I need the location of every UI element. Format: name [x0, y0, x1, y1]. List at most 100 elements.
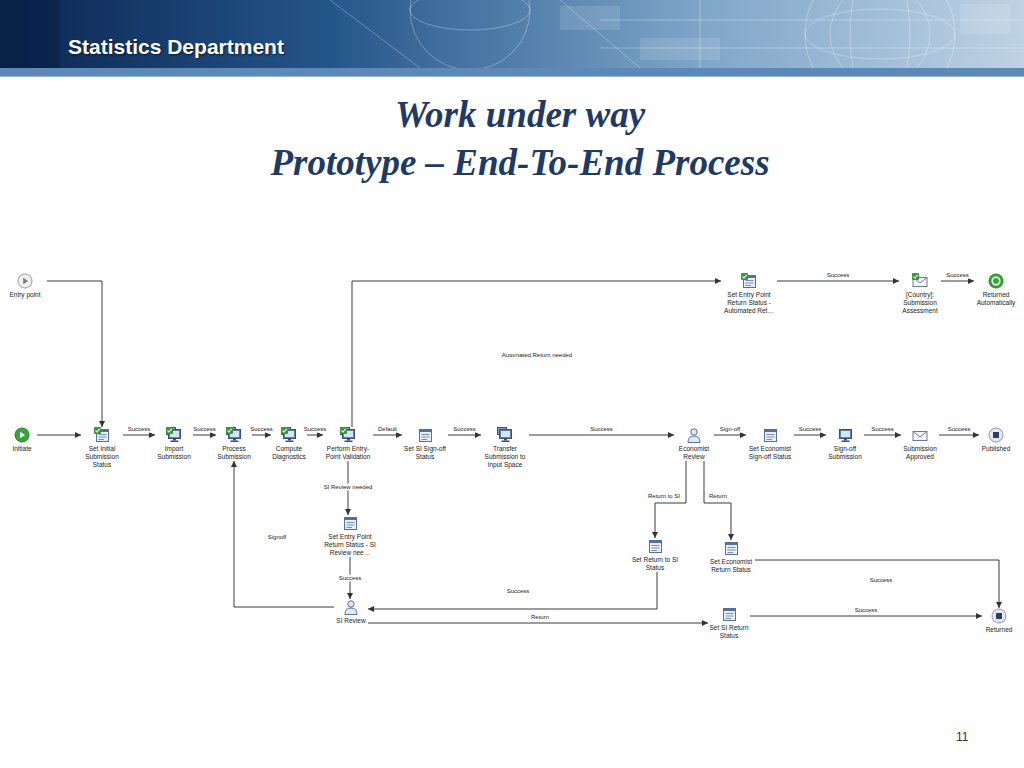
- node-label: Submission Approved: [901, 445, 939, 461]
- connector: [47, 281, 102, 427]
- edge-label: Success: [869, 577, 894, 584]
- node-label: Initiate: [7, 445, 37, 453]
- connector: [714, 435, 746, 436]
- edge-label: Signoff: [267, 534, 288, 541]
- task-node: Set Initial Submission Status: [81, 427, 123, 469]
- edge-label: Return: [530, 614, 550, 621]
- task-node: Set Entry Point Return Status - SI Revie…: [323, 515, 377, 557]
- node-label: Set Entry Point Return Status - SI Revie…: [323, 533, 377, 557]
- edge-label: Success: [854, 607, 879, 614]
- node-icon: [497, 427, 513, 443]
- task-node: Set Entry Point Return Status - Automate…: [721, 273, 777, 315]
- edge-label: Success: [249, 426, 274, 433]
- node-icon: [340, 427, 356, 443]
- node-label: Compute Diagnostics: [271, 445, 307, 461]
- edge-label: Success: [945, 272, 970, 279]
- task-node: Entry point: [3, 273, 47, 299]
- connector: [252, 435, 271, 436]
- node-icon: [912, 427, 928, 443]
- connector: [777, 281, 899, 282]
- edge-label: Success: [589, 426, 614, 433]
- edge-label: Success: [192, 426, 217, 433]
- node-label: Returned Automatically: [974, 291, 1018, 307]
- task-node: Process Submission: [216, 427, 252, 461]
- node-icon: [686, 427, 702, 443]
- connector: [529, 435, 674, 436]
- connector: [864, 435, 901, 436]
- connector: [234, 461, 334, 607]
- node-label: Returned: [982, 626, 1016, 634]
- edge-label: Return to SI: [647, 493, 681, 500]
- node-icon: [723, 540, 739, 556]
- slide-title: Work under way: [16, 94, 1024, 136]
- node-icon: [837, 427, 853, 443]
- node-icon: [417, 427, 433, 443]
- node-label: Set Economist Return Status: [707, 558, 755, 574]
- task-node: Set Economist Return Status: [707, 540, 755, 574]
- task-node: Set Economist Sign-off Status: [746, 427, 794, 461]
- task-node: Compute Diagnostics: [271, 427, 307, 461]
- connector: [352, 281, 721, 427]
- task-node: Transfer Submission to Input Space: [481, 427, 529, 469]
- node-label: Set Entry Point Return Status - Automate…: [721, 291, 777, 315]
- node-icon: [17, 273, 33, 289]
- connector: [794, 435, 826, 436]
- edge-label: Success: [338, 575, 363, 582]
- node-icon: [988, 273, 1004, 289]
- connector: [939, 435, 979, 436]
- connector: [941, 281, 974, 282]
- connector: [750, 616, 982, 617]
- task-node: Set SI Sign-off Status: [402, 427, 448, 461]
- task-node: [Country]: Submission Assessment: [899, 273, 941, 315]
- node-label: Set SI Sign-off Status: [402, 445, 448, 461]
- node-label: Import Submission: [155, 445, 193, 461]
- task-node: Initiate: [7, 427, 37, 453]
- node-icon: [342, 515, 358, 531]
- connector: [655, 461, 686, 538]
- task-node: Published: [979, 427, 1013, 453]
- task-node: Submission Approved: [901, 427, 939, 461]
- connector: [704, 461, 731, 540]
- node-label: [Country]: Submission Assessment: [899, 291, 941, 315]
- node-icon: [94, 427, 110, 443]
- task-node: Returned: [982, 608, 1016, 634]
- connector: [123, 435, 155, 436]
- node-icon: [912, 273, 928, 289]
- node-icon: [647, 538, 663, 554]
- node-icon: [14, 427, 30, 443]
- edge-label: Success: [452, 426, 477, 433]
- connector: [193, 435, 216, 436]
- node-icon: [721, 606, 737, 622]
- connector: [373, 435, 402, 436]
- node-icon: [762, 427, 778, 443]
- node-label: Set Return to SI Status: [630, 556, 680, 572]
- node-label: Set SI Return Status: [708, 624, 750, 640]
- task-node: SI Review: [334, 599, 368, 625]
- edge-label: Success: [826, 272, 851, 279]
- task-node: Set Return to SI Status: [630, 538, 680, 572]
- task-node: Returned Automatically: [974, 273, 1018, 307]
- edge-label: Return: [708, 493, 728, 500]
- node-icon: [343, 599, 359, 615]
- task-node: Set SI Return Status: [708, 606, 750, 640]
- edge-label: Success: [870, 426, 895, 433]
- connector: [448, 435, 481, 436]
- task-node: Perform Entry-Point Validation: [323, 427, 373, 461]
- connector: [307, 435, 323, 436]
- task-node: Import Submission: [155, 427, 193, 461]
- connector: [368, 623, 708, 624]
- edge-label: Success: [506, 588, 531, 595]
- connector: [368, 572, 657, 609]
- node-label: Published: [979, 445, 1013, 453]
- edge-label: Success: [947, 426, 972, 433]
- node-label: Sign-off Submission: [826, 445, 864, 461]
- task-node: Sign-off Submission: [826, 427, 864, 461]
- header-text: Statistics Department: [68, 34, 284, 60]
- node-icon: [166, 427, 182, 443]
- connector: [755, 560, 999, 608]
- node-label: Set Economist Sign-off Status: [746, 445, 794, 461]
- edge-label: Sign-off: [719, 426, 742, 433]
- connector: [37, 435, 81, 436]
- node-label: Economist Review: [674, 445, 714, 461]
